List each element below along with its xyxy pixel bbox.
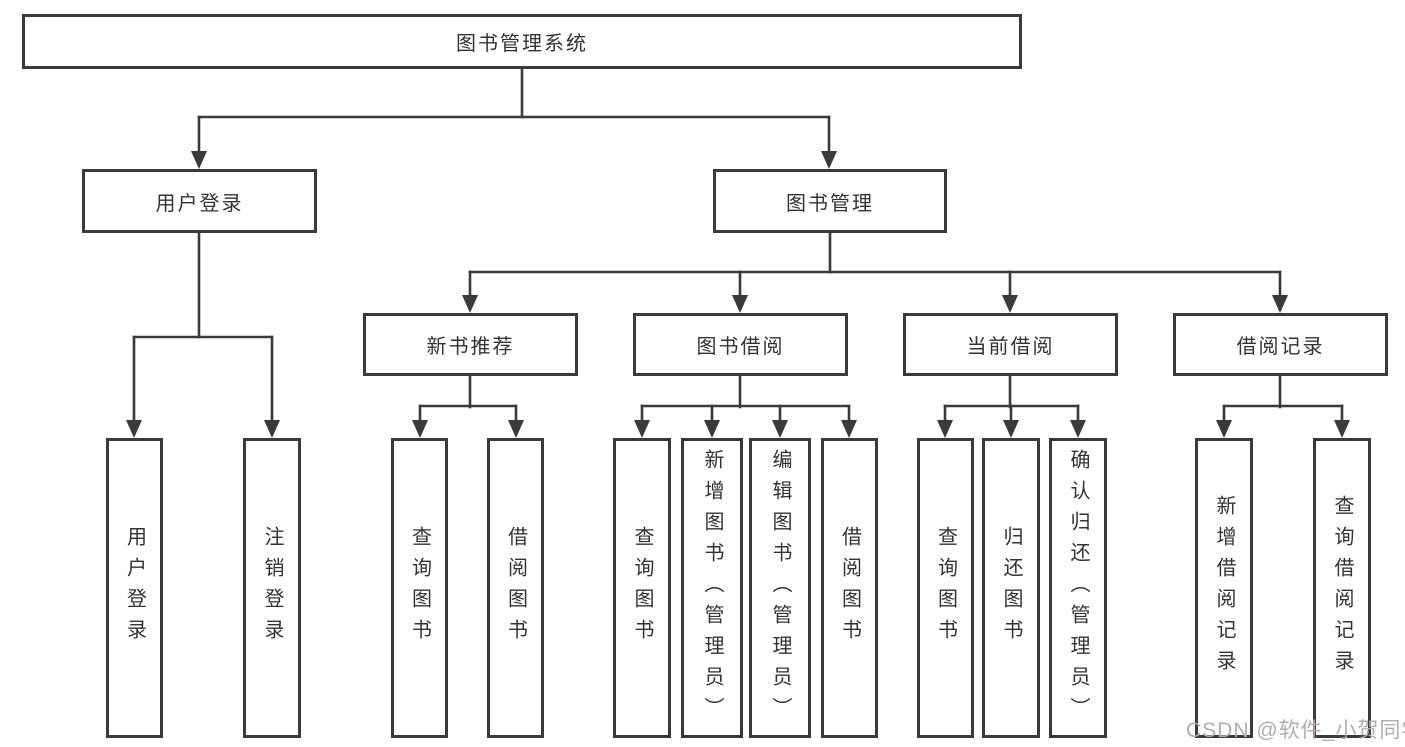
leaf-edit-books-admin: 编辑图书（管理员） — [749, 438, 811, 738]
arrowhead — [937, 420, 953, 438]
arrowhead — [1003, 420, 1019, 438]
leaf-user-login: 用户登录 — [106, 438, 163, 738]
leaf-borrow-books: 借阅图书 — [487, 438, 544, 738]
connector-new-book-subtree — [412, 374, 524, 438]
arrowhead — [191, 151, 207, 169]
leaf-add-borrow-record: 新增借阅记录 — [1195, 438, 1253, 738]
connector-user-login-subtree — [126, 231, 280, 438]
node-user-login: 用户登录 — [82, 169, 317, 233]
leaf-query-books: 查询图书 — [917, 438, 974, 738]
csdn-watermark: CSDN @软件_小贺同学 — [1186, 719, 1405, 742]
connector-book-borrow-subtree — [634, 374, 857, 438]
connector-borrow-record-subtree — [1216, 374, 1350, 438]
arrowhead — [704, 420, 720, 438]
leaf-query-borrow-record: 查询借阅记录 — [1313, 438, 1371, 738]
leaf-query-books: 查询图书 — [613, 438, 671, 738]
leaf-return-books: 归还图书 — [982, 438, 1040, 738]
arrowhead — [1002, 295, 1018, 313]
arrowhead — [508, 420, 524, 438]
arrowhead — [462, 295, 478, 313]
arrowhead — [841, 420, 857, 438]
connector-root-to-level2 — [191, 67, 837, 169]
arrowhead — [634, 420, 650, 438]
arrowhead — [1216, 420, 1232, 438]
node-book-management: 图书管理 — [713, 169, 947, 233]
node-book-borrowing: 图书借阅 — [633, 313, 848, 376]
leaf-query-books: 查询图书 — [391, 438, 448, 738]
arrowhead — [772, 420, 788, 438]
connector-book-mgmt-to-level3 — [462, 231, 1288, 313]
leaf-borrow-books: 借阅图书 — [821, 438, 878, 738]
connector-current-borrow-subtree — [937, 374, 1086, 438]
leaf-add-books-admin: 新增图书（管理员） — [681, 438, 743, 738]
node-library-management-system: 图书管理系统 — [22, 14, 1022, 69]
arrowhead — [1070, 420, 1086, 438]
arrowhead — [732, 295, 748, 313]
arrowhead — [412, 420, 428, 438]
arrowhead — [126, 420, 142, 438]
arrowhead — [1334, 420, 1350, 438]
arrowhead — [264, 420, 280, 438]
node-borrow-records: 借阅记录 — [1173, 313, 1388, 376]
node-new-book-recommend: 新书推荐 — [363, 313, 578, 376]
leaf-logout: 注销登录 — [243, 438, 301, 738]
arrowhead — [1272, 295, 1288, 313]
arrowhead — [821, 151, 837, 169]
leaf-confirm-return-admin: 确认归还（管理员） — [1049, 438, 1107, 738]
node-current-borrowing: 当前借阅 — [903, 313, 1118, 376]
